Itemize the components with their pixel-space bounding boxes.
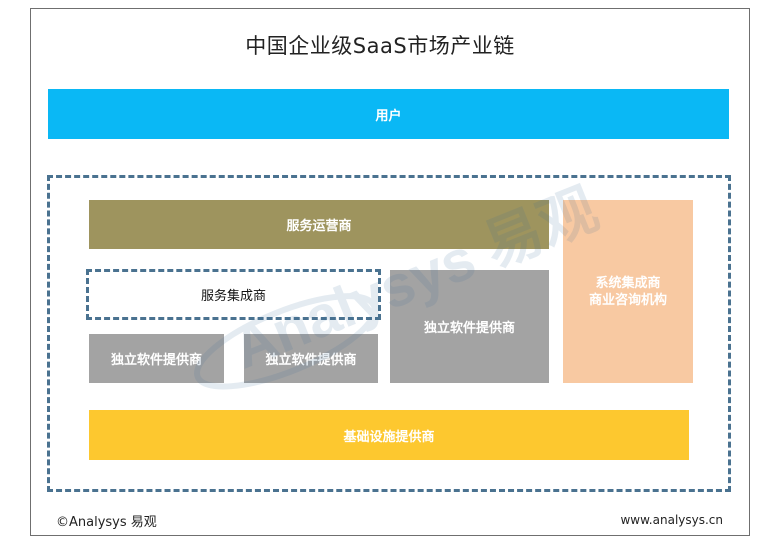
footer-website: www.analysys.cn <box>620 513 723 527</box>
layer-isv-main: 独立软件提供商 <box>390 270 549 383</box>
layer-service-integrator: 服务集成商 <box>86 269 381 320</box>
business-consulting-label: 商业咨询机构 <box>588 292 667 308</box>
layer-isv-1: 独立软件提供商 <box>89 334 224 383</box>
footer-copyright: ©Analysys 易观 <box>56 515 157 530</box>
industry-chain-group <box>47 175 731 492</box>
diagram-title: 中国企业级SaaS市场产业链 <box>245 34 515 58</box>
layer-system-integrator: 系统集成商 商业咨询机构 <box>563 200 693 383</box>
system-integrator-label: 系统集成商 <box>595 275 661 291</box>
layer-infrastructure: 基础设施提供商 <box>89 410 689 460</box>
layer-user: 用户 <box>48 89 729 139</box>
layer-service-operator: 服务运营商 <box>89 200 549 249</box>
service-integrator-label: 服务集成商 <box>200 289 266 304</box>
layer-isv-2: 独立软件提供商 <box>244 334 378 383</box>
